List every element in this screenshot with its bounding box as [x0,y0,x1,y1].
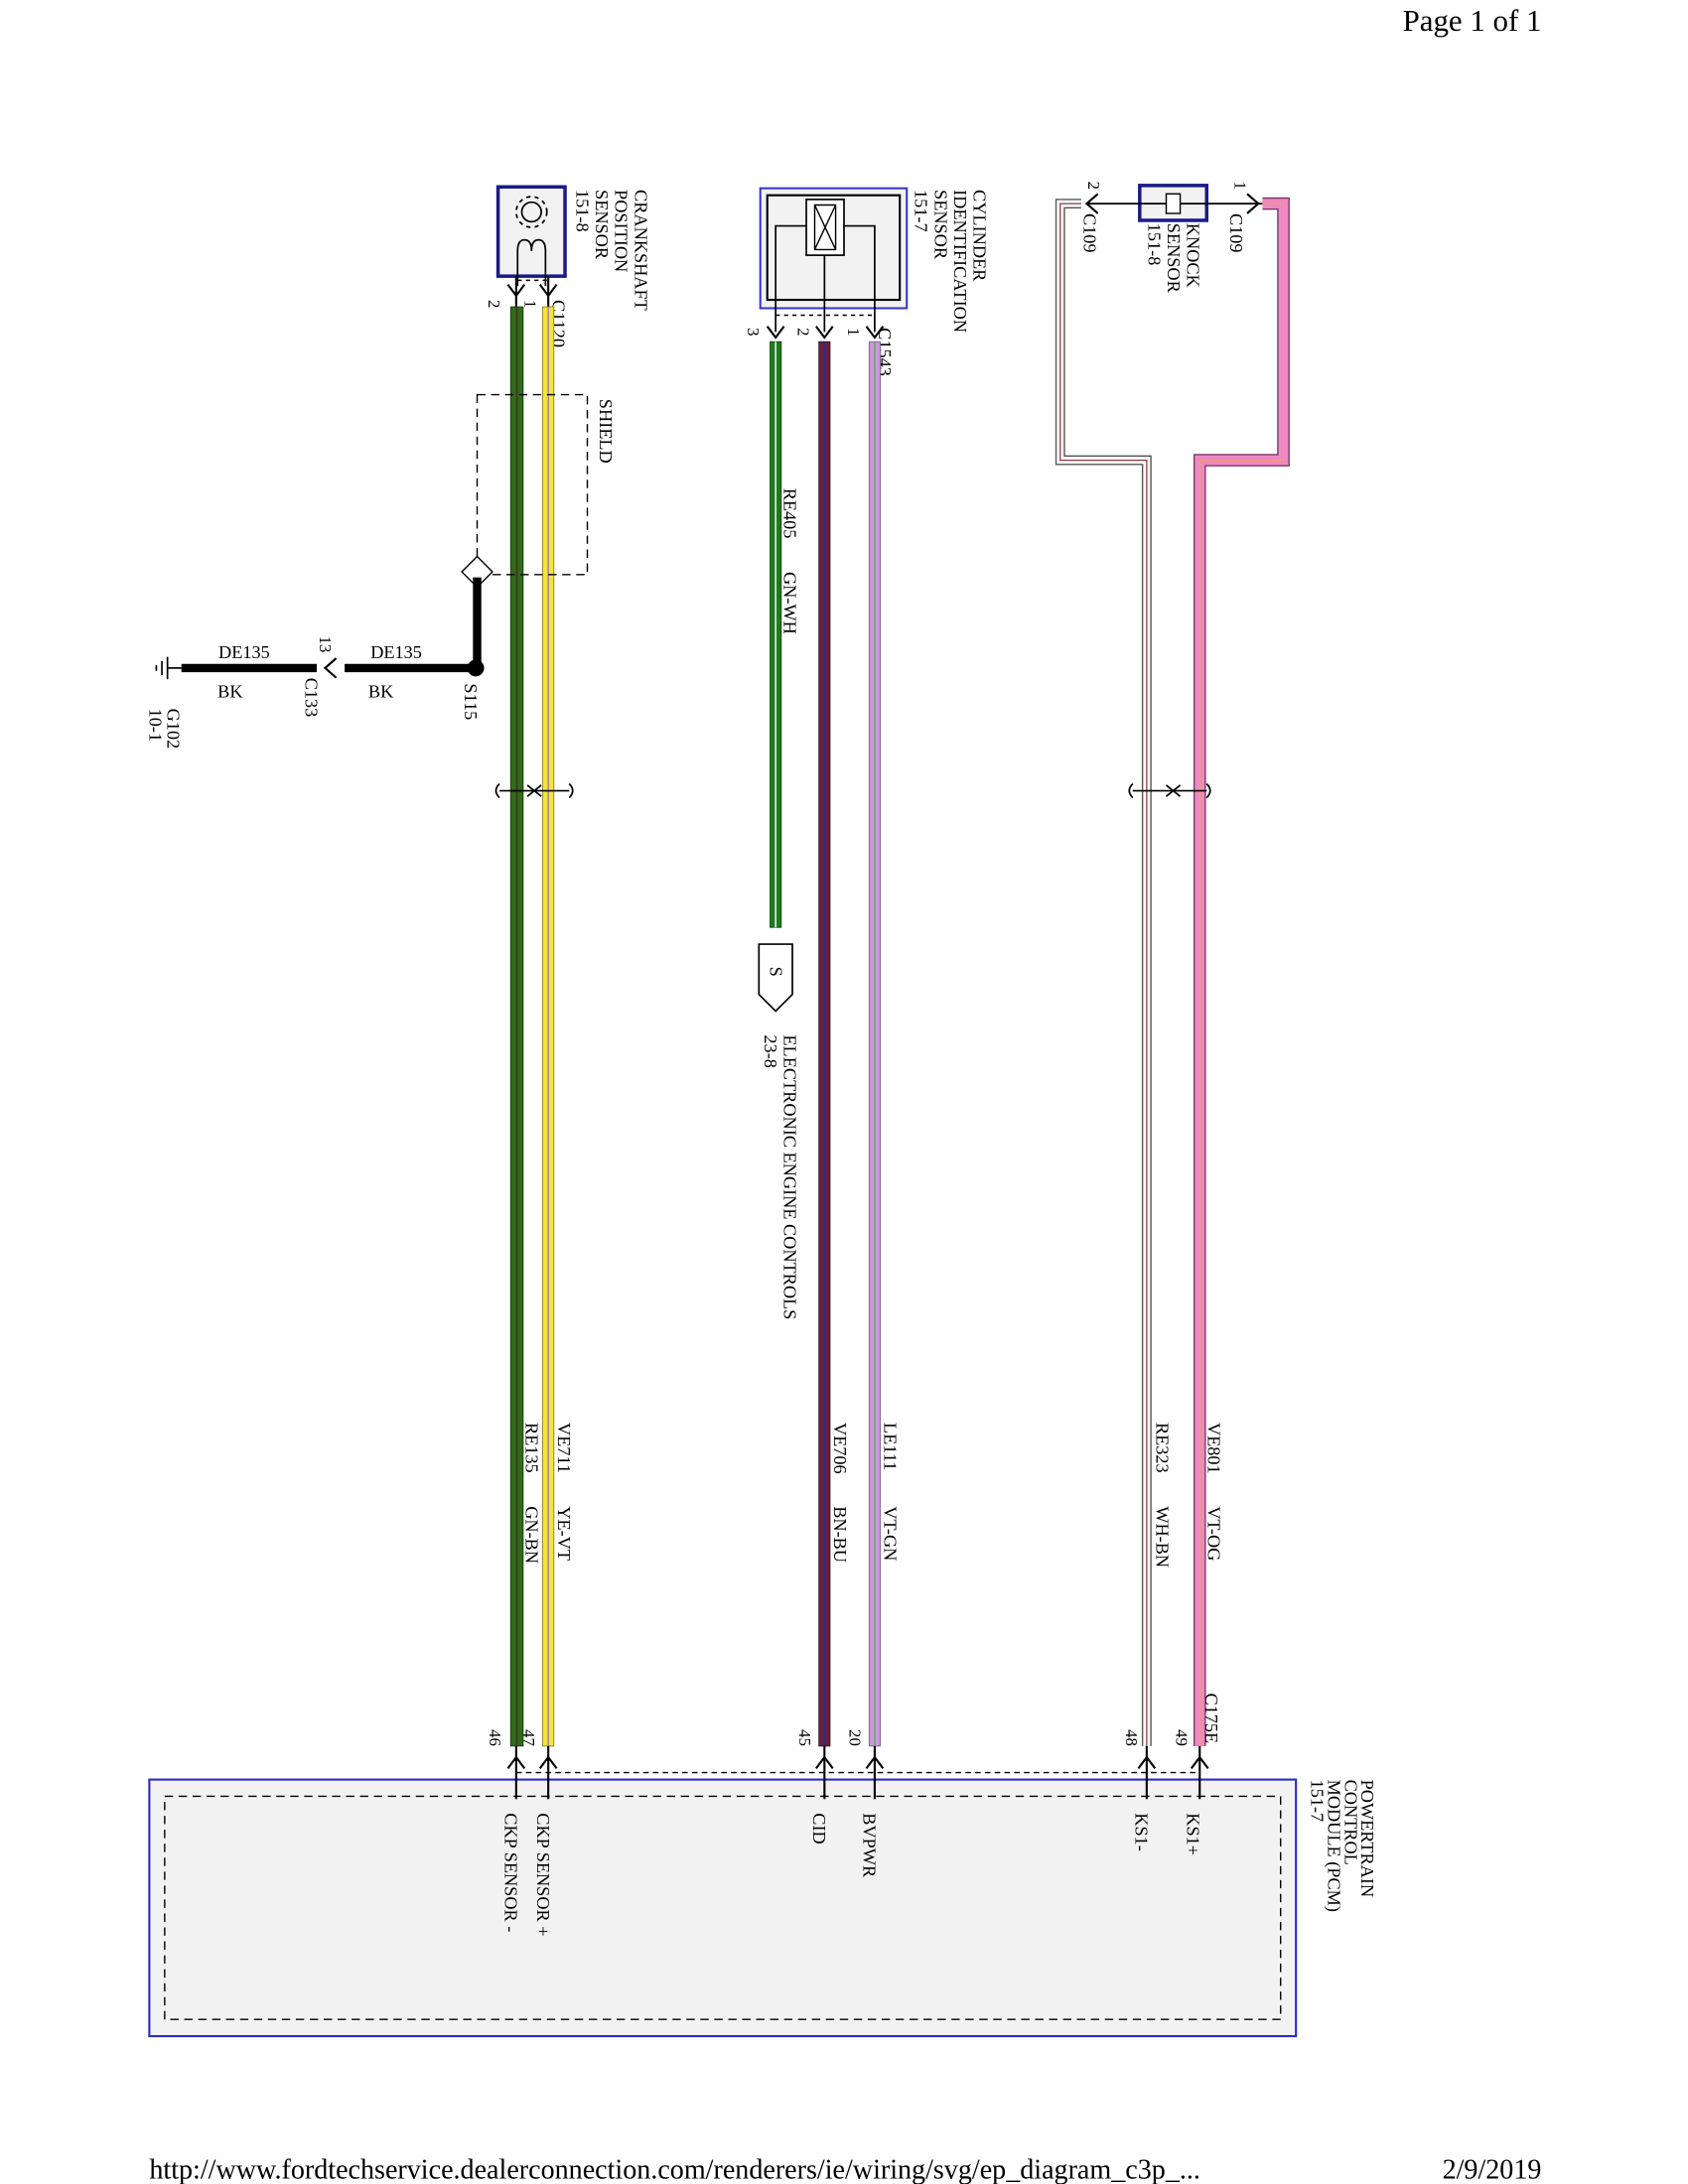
re135-color: GN-BN [522,1506,542,1564]
de135-a-circuit: DE135 [370,642,422,662]
eec-connector-symbol[interactable] [758,943,793,1013]
ckp-pin-2: 2 [485,300,503,308]
knock-connector-b: C109 [1226,213,1246,253]
pcm-pin-49: 49 [1172,1729,1191,1746]
page-indicator: Page 1 of 1 [1403,3,1542,38]
eec-symbol-letter: S [767,967,786,977]
shield-label: SHIELD [596,399,616,464]
pcm-pin-label-bvpwr: BVPWR [860,1813,880,1878]
twisted-pair-icon [1128,782,1211,799]
re323-color: WH-BN [1153,1506,1173,1568]
knock-pin-2: 2 [1084,182,1103,190]
ve706-color: BN-BU [830,1506,850,1563]
de135-a-color: BK [368,681,393,701]
re323-circuit: RE323 [1153,1423,1173,1473]
cid-pin-1: 1 [844,328,863,336]
wire-re405[interactable] [770,341,782,928]
wire-re135[interactable] [509,306,524,1747]
pcm-pin-47: 47 [519,1729,538,1746]
cid-pin-3: 3 [744,328,763,336]
pcm-pin-label-ks1-plus: KS1+ [1184,1813,1203,1855]
connector-c133-icon[interactable] [323,657,338,679]
ve801-color: VT-OG [1204,1506,1224,1561]
wire-le111[interactable] [868,341,881,1747]
re135-circuit: RE135 [522,1423,542,1473]
eec-label: ELECTRONIC ENGINE CONTROLS 23-8 [761,1034,800,1323]
powertrain-control-module[interactable] [148,1778,1298,2038]
pcm-pin-45: 45 [795,1729,814,1746]
le111-circuit: LE111 [881,1423,901,1470]
wire-ve801[interactable] [1193,197,1290,1746]
pcm-label: POWERTRAIN CONTROL MODULE (PCM) 151-7 [1308,1780,1378,1917]
pcm-pin-48: 48 [1122,1729,1141,1746]
wire-ve711[interactable] [542,306,555,1747]
pcm-pin-connectors [506,1745,1209,1800]
re405-circuit: RE405 [780,488,800,539]
de135-b-color: BK [217,681,242,701]
ckp-pin-1: 1 [520,300,539,308]
pcm-pin-label-ckp-plus: CKP SENSOR + [533,1813,553,1936]
crankshaft-position-sensor[interactable] [495,185,567,286]
knock-sensor-label: KNOCK SENSOR 151-8 [1144,223,1202,298]
piezo-icon [1165,193,1182,214]
pcm-connector-label: C175E [1201,1693,1221,1743]
pcm-pin-46: 46 [486,1729,504,1746]
ve706-circuit: VE706 [830,1423,850,1474]
re405-color: GN-WH [780,572,800,634]
gear-icon [515,196,548,228]
pcm-pin-label-ckp-minus: CKP SENSOR - [501,1813,521,1932]
pcm-pin-label-ks1-minus: KS1- [1132,1813,1152,1851]
splice-s115-label: S115 [461,683,481,720]
connector-arrow-icon [1084,193,1260,214]
shield-box [476,393,589,576]
twisted-pair-icon [494,782,574,799]
de135-b-circuit: DE135 [218,642,270,662]
splice-s115[interactable] [467,659,485,677]
knock-sensor[interactable] [1087,184,1263,222]
footer-date: 2/9/2019 [1443,2154,1542,2184]
cid-sensor-label: CYLINDER IDENTIFICATION SENSOR 151-7 [912,190,990,338]
pcm-pin-label-cid: CID [809,1813,829,1843]
coil-icon [516,238,547,286]
connector-arrow-icon [506,276,558,310]
ground-label: G102 10-1 [145,709,183,753]
ground-icon [155,656,182,680]
c133-pin: 13 [316,636,335,653]
footer-url[interactable]: http://www.fordtechservice.dealerconnect… [149,2154,1200,2184]
wire-re323[interactable] [1055,199,1152,1746]
le111-color: VT-GN [881,1506,901,1561]
knock-connector-a: C109 [1080,213,1100,253]
cid-pin-2: 2 [794,328,813,336]
wire-ve706[interactable] [818,341,831,1747]
hall-element-icon [813,204,837,251]
ve801-circuit: VE801 [1204,1423,1224,1474]
ve711-color: YE-VT [554,1506,574,1561]
c133-label: C133 [302,678,322,718]
cylinder-identification-sensor[interactable] [759,187,909,333]
pcm-pin-20: 20 [846,1729,865,1746]
connector-arrow-icon [766,326,885,340]
knock-pin-1: 1 [1230,182,1249,190]
ckp-sensor-label: CRANKSHAFT POSITION SENSOR 151-8 [572,190,650,315]
ve711-circuit: VE711 [554,1423,574,1473]
